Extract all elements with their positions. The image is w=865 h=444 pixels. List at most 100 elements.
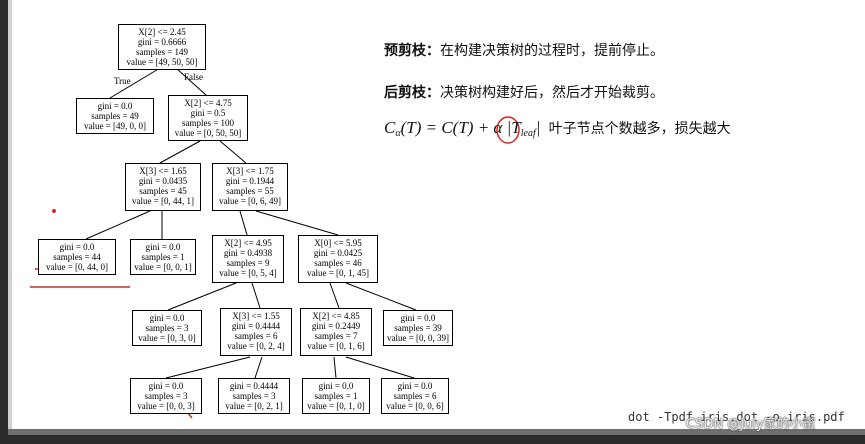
- node-line: gini = 0.0425: [313, 248, 363, 258]
- node-line: value = [0, 0, 3]: [137, 401, 195, 411]
- node-line: samples = 39: [394, 323, 442, 333]
- node-line: samples = 7: [314, 331, 358, 341]
- node-line: gini = 0.4938: [223, 248, 273, 258]
- edge-n4-n7: [239, 210, 248, 236]
- node-line: value = [0, 5, 4]: [219, 268, 277, 278]
- node-line: gini = 0.6666: [137, 37, 187, 47]
- node-line: samples = 6: [393, 391, 437, 401]
- node-line: value = [49, 50, 50]: [126, 57, 198, 67]
- formula-description: 叶子节点个数越多，损失越大: [548, 121, 731, 137]
- node-line: gini = 0.0: [149, 313, 185, 323]
- node-line: samples = 46: [314, 258, 362, 268]
- node-line: X[2] <= 4.75: [184, 98, 232, 108]
- node-line: gini = 0.4444: [229, 381, 279, 391]
- node-line: samples = 3: [145, 323, 189, 333]
- node-line: value = [0, 44, 0]: [45, 262, 109, 272]
- node-line: samples = 44: [53, 252, 101, 262]
- edge-n10-n13: [165, 356, 251, 379]
- node-line: X[3] <= 1.55: [232, 311, 280, 321]
- pre-pruning-label: 预剪枝：: [384, 43, 440, 59]
- left-scroll-strip: [8, 0, 12, 435]
- node-line: samples = 55: [226, 186, 274, 196]
- post-pruning-text: 决策树构建好后，然后才开始裁剪。: [440, 85, 664, 101]
- red-dot: [52, 209, 56, 213]
- post-pruning-label: 后剪枝：: [384, 85, 440, 101]
- edge-n7-n10: [251, 282, 261, 309]
- node-line: X[3] <= 1.65: [139, 166, 187, 176]
- node-line: gini = 0.0: [59, 242, 95, 252]
- node-line: value = [0, 2, 4]: [227, 341, 285, 351]
- node-line: gini = 0.1944: [225, 176, 275, 186]
- edge-n2-n4: [219, 140, 247, 164]
- node-line: value = [0, 0, 1]: [134, 262, 192, 272]
- edge-label-false: False: [184, 72, 203, 82]
- node-line: gini = 0.0: [318, 381, 354, 391]
- dot-command-text: dot -Tpdf iris.dot -o iris.pdf: [628, 410, 845, 424]
- node-line: value = [49, 0, 0]: [83, 121, 147, 131]
- node-line: gini = 0.0435: [138, 176, 188, 186]
- node-line: X[2] <= 4.95: [224, 238, 272, 248]
- node-line: gini = 0.0: [397, 381, 433, 391]
- node-line: samples = 1: [141, 252, 185, 262]
- node-line: gini = 0.0: [97, 101, 133, 111]
- node-line: gini = 0.4444: [231, 321, 281, 331]
- node-line: X[0] <= 5.95: [314, 238, 362, 248]
- node-line: samples = 49: [91, 111, 139, 121]
- node-line: samples = 1: [314, 391, 358, 401]
- node-line: value = [0, 0, 6]: [386, 401, 444, 411]
- edge-n0-n2: [175, 67, 207, 96]
- node-line: gini = 0.2449: [311, 321, 361, 331]
- edge-n8-n12: [345, 282, 417, 311]
- csdn-watermark: CSDN @July家的小蜜: [686, 417, 816, 432]
- node-line: gini = 0.5: [190, 108, 226, 118]
- node-line: value = [0, 44, 1]: [131, 196, 195, 206]
- node-line: gini = 0.0: [148, 381, 184, 391]
- node-line: value = [0, 1, 45]: [306, 268, 370, 278]
- node-line: gini = 0.0: [145, 242, 181, 252]
- edge-label-true: True: [114, 76, 131, 86]
- node-line: value = [0, 2, 1]: [225, 401, 283, 411]
- node-line: samples = 3: [232, 391, 276, 401]
- edge-n2-n3: [159, 140, 201, 164]
- edge-n3-n5: [85, 210, 151, 240]
- bottom-bar: [8, 429, 865, 435]
- node-line: value = [0, 0, 39]: [386, 333, 450, 343]
- node-line: value = [0, 6, 49]: [218, 196, 282, 206]
- formula-math: Cα(T) = C(T) + α |Tleaf|: [384, 118, 541, 139]
- loss-formula: Cα(T) = C(T) + α |Tleaf| 叶子节点个数越多，损失越大: [384, 118, 731, 139]
- node-line: samples = 6: [234, 331, 278, 341]
- note-pre-pruning: 预剪枝：在构建决策树的过程时，提前停止。: [384, 40, 664, 60]
- node-line: value = [0, 50, 50]: [174, 128, 242, 138]
- edge-n11-n15: [333, 356, 337, 379]
- edge-n10-n14: [254, 356, 263, 379]
- node-line: value = [0, 3, 0]: [138, 333, 196, 343]
- node-line: X[3] <= 1.75: [226, 166, 274, 176]
- node-line: samples = 45: [139, 186, 187, 196]
- node-line: samples = 149: [135, 47, 189, 57]
- node-line: samples = 3: [144, 391, 188, 401]
- node-line: value = [0, 1, 6]: [307, 341, 365, 351]
- node-line: samples = 100: [181, 118, 235, 128]
- edge-n4-n8: [255, 210, 339, 236]
- pre-pruning-text: 在构建决策树的过程时，提前停止。: [440, 43, 664, 59]
- node-line: gini = 0.0: [400, 313, 436, 323]
- edge-n0-n1: [109, 67, 161, 99]
- edge-n11-n16: [345, 356, 415, 379]
